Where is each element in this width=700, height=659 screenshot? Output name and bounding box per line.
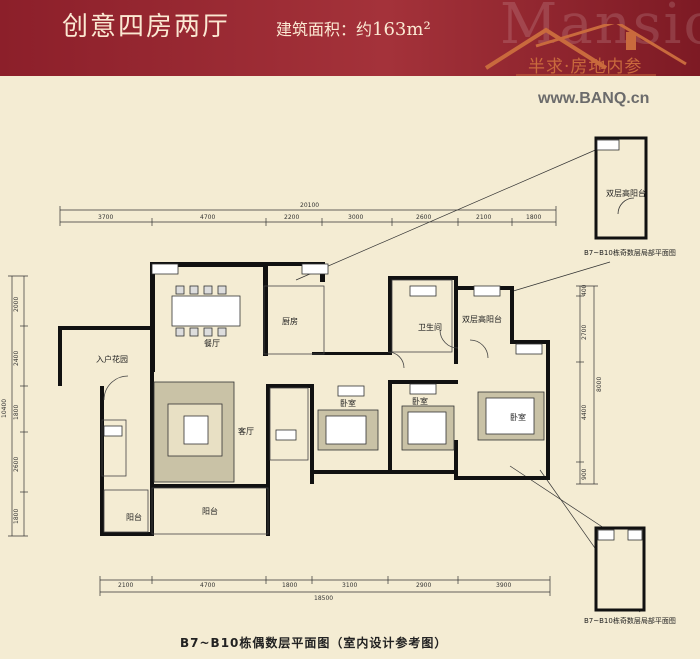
room-double-balcony: 双层高阳台 bbox=[462, 315, 502, 324]
dim-right-total: 8000 bbox=[596, 376, 603, 392]
room-entrance-garden: 入户花园 bbox=[96, 355, 128, 364]
top-dimension-ticks bbox=[59, 206, 557, 226]
bed-icon-1 bbox=[317, 409, 379, 451]
room-kitchen: 厨房 bbox=[282, 317, 298, 326]
right-dimension-ticks bbox=[576, 285, 598, 485]
dim-left-total: 10400 bbox=[1, 398, 8, 418]
dim-top-5: 2100 bbox=[476, 214, 492, 221]
dim-right-0: 400 bbox=[581, 284, 588, 296]
room-bedroom-3: 卧室 bbox=[510, 413, 526, 422]
dim-bottom-0: 2100 bbox=[118, 582, 134, 589]
logo-text: 半求·房地内参 bbox=[528, 57, 643, 77]
dim-bottom-4: 2900 bbox=[416, 582, 432, 589]
walls bbox=[58, 262, 550, 536]
bottom-dimension-ticks bbox=[99, 576, 551, 596]
plan-caption: B7~B10栋偶数层平面图（室内设计参考图） bbox=[180, 636, 448, 650]
room-bedroom-1: 卧室 bbox=[340, 399, 356, 408]
dim-left-2: 1800 bbox=[13, 404, 20, 420]
inset-bottom-caption: B7~B10栋奇数层局部平面图 bbox=[584, 617, 676, 625]
dim-top-6: 1800 bbox=[526, 214, 542, 221]
logo-url: www.BANQ.cn bbox=[538, 90, 650, 107]
room-bathroom: 卫生间 bbox=[418, 323, 442, 332]
room-dining: 餐厅 bbox=[204, 339, 220, 348]
inset-top-label: 双层高阳台 bbox=[606, 189, 646, 198]
dim-right-1: 2700 bbox=[581, 324, 588, 340]
dim-top-2: 2200 bbox=[284, 214, 300, 221]
room-balcony-main: 阳台 bbox=[202, 507, 218, 516]
dim-top-total: 20100 bbox=[300, 202, 320, 209]
window-symbols bbox=[103, 263, 543, 441]
inset-connector-top bbox=[295, 147, 601, 281]
dim-top-3: 3000 bbox=[348, 214, 364, 221]
inset-top bbox=[594, 136, 648, 240]
dining-table-icon bbox=[171, 285, 241, 337]
house-logo-icon bbox=[484, 24, 687, 76]
dim-right-3: 900 bbox=[581, 468, 588, 480]
inset-top-caption: B7~B10栋奇数层局部平面图 bbox=[584, 249, 676, 257]
room-bedroom-2: 卧室 bbox=[412, 397, 428, 406]
dim-top-1: 4700 bbox=[200, 214, 216, 221]
dim-left-1: 2400 bbox=[13, 350, 20, 366]
dim-top-4: 2600 bbox=[416, 214, 432, 221]
dim-left-4: 1800 bbox=[13, 508, 20, 524]
dim-bottom-1: 4700 bbox=[200, 582, 216, 589]
area-label: 建筑面积：约 bbox=[276, 20, 373, 39]
area-value: 163m² bbox=[372, 19, 431, 40]
dim-right-2: 4400 bbox=[581, 404, 588, 420]
dim-top-0: 3700 bbox=[98, 214, 114, 221]
dim-left-3: 2600 bbox=[13, 456, 20, 472]
dim-bottom-5: 3900 bbox=[496, 582, 512, 589]
left-dimension-ticks bbox=[8, 275, 28, 537]
dim-bottom-total: 18500 bbox=[314, 595, 334, 602]
bed-icon-2 bbox=[401, 405, 455, 451]
room-living: 客厅 bbox=[238, 427, 254, 436]
inset-bottom bbox=[594, 526, 646, 612]
bed-icon-3 bbox=[477, 391, 545, 441]
header-banner: Mansion 创意四房两厅 建筑面积：约163m² bbox=[0, 0, 700, 76]
sofa-set-icon bbox=[153, 381, 235, 483]
dim-bottom-2: 1800 bbox=[282, 582, 298, 589]
dim-bottom-3: 3100 bbox=[342, 582, 358, 589]
area-info: 建筑面积：约163m² bbox=[276, 16, 431, 40]
dim-left-0: 2000 bbox=[13, 296, 20, 312]
room-balcony-small: 阳台 bbox=[126, 513, 142, 522]
page-title: 创意四房两厅 bbox=[62, 12, 231, 42]
banner-watermark: Mansion bbox=[500, 0, 700, 57]
